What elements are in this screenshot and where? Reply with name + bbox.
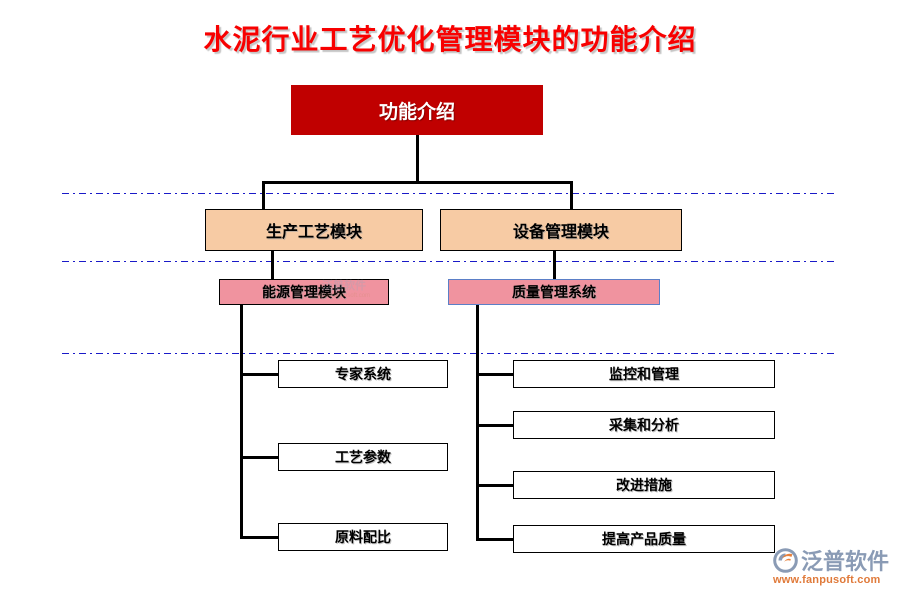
connector-left-trunk (240, 304, 243, 539)
node-root-label: 功能介绍 (378, 101, 455, 123)
leaf-improvement-measures-label: 改进措施 (616, 477, 672, 493)
leaf-improve-product-quality[interactable]: 提高产品质量 (513, 525, 775, 553)
node-equipment-management-module[interactable]: 设备管理模块 (440, 209, 682, 251)
logo-row: 泛普软件 (772, 545, 889, 575)
divider-line-2 (62, 261, 838, 262)
leaf-collection-and-analysis[interactable]: 采集和分析 (513, 411, 775, 439)
leaf-improve-product-quality-label: 提高产品质量 (602, 531, 686, 547)
leaf-raw-material-ratio[interactable]: 原料配比 (278, 523, 448, 551)
connector-right-branch-4 (476, 538, 514, 541)
fanpusoft-logo-icon (772, 547, 799, 574)
leaf-monitoring-and-management-label: 监控和管理 (609, 366, 679, 382)
connector-root-bus (262, 181, 573, 184)
divider-line-3 (62, 353, 838, 354)
page-title: 水泥行业工艺优化管理模块的功能介绍 (203, 24, 697, 55)
divider-line-1 (62, 193, 838, 194)
node-production-process-label: 生产工艺模块 (265, 224, 362, 241)
connector-level2-right-drop (553, 251, 556, 279)
node-production-process-module[interactable]: 生产工艺模块 (205, 209, 423, 251)
leaf-expert-system[interactable]: 专家系统 (278, 360, 448, 388)
leaf-collection-and-analysis-label: 采集和分析 (609, 417, 679, 433)
node-equipment-management-label: 设备管理模块 (512, 224, 609, 241)
connector-right-branch-1 (476, 373, 514, 376)
connector-left-branch-1 (240, 373, 279, 376)
leaf-monitoring-and-management[interactable]: 监控和管理 (513, 360, 775, 388)
leaf-raw-material-ratio-label: 原料配比 (335, 529, 391, 545)
node-energy-management-label: 能源管理模块 (262, 284, 346, 300)
leaf-improvement-measures[interactable]: 改进措施 (513, 471, 775, 499)
connector-left-branch-3 (240, 536, 279, 539)
connector-right-branch-2 (476, 424, 514, 427)
logo-text: 泛普软件 (801, 549, 890, 574)
node-quality-management-system[interactable]: 质量管理系统 (448, 279, 660, 305)
fanpusoft-logo: 泛普软件 www.fanpusoft.com (772, 545, 894, 593)
connector-to-level2-left (262, 181, 265, 211)
connector-to-level2-right (570, 181, 573, 211)
leaf-process-parameters[interactable]: 工艺参数 (278, 443, 448, 471)
leaf-process-parameters-label: 工艺参数 (335, 449, 391, 465)
leaf-expert-system-label: 专家系统 (335, 366, 391, 382)
node-quality-management-label: 质量管理系统 (512, 284, 596, 300)
node-energy-management-module[interactable]: 能源管理模块 (219, 279, 389, 305)
connector-right-trunk (476, 304, 479, 541)
connector-level2-left-drop (271, 251, 274, 279)
logo-url: www.fanpusoft.com (773, 574, 881, 586)
connector-root-stem (416, 135, 419, 183)
node-root-functions[interactable]: 功能介绍 (291, 85, 543, 135)
connector-right-branch-3 (476, 484, 514, 487)
connector-left-branch-2 (240, 456, 279, 459)
